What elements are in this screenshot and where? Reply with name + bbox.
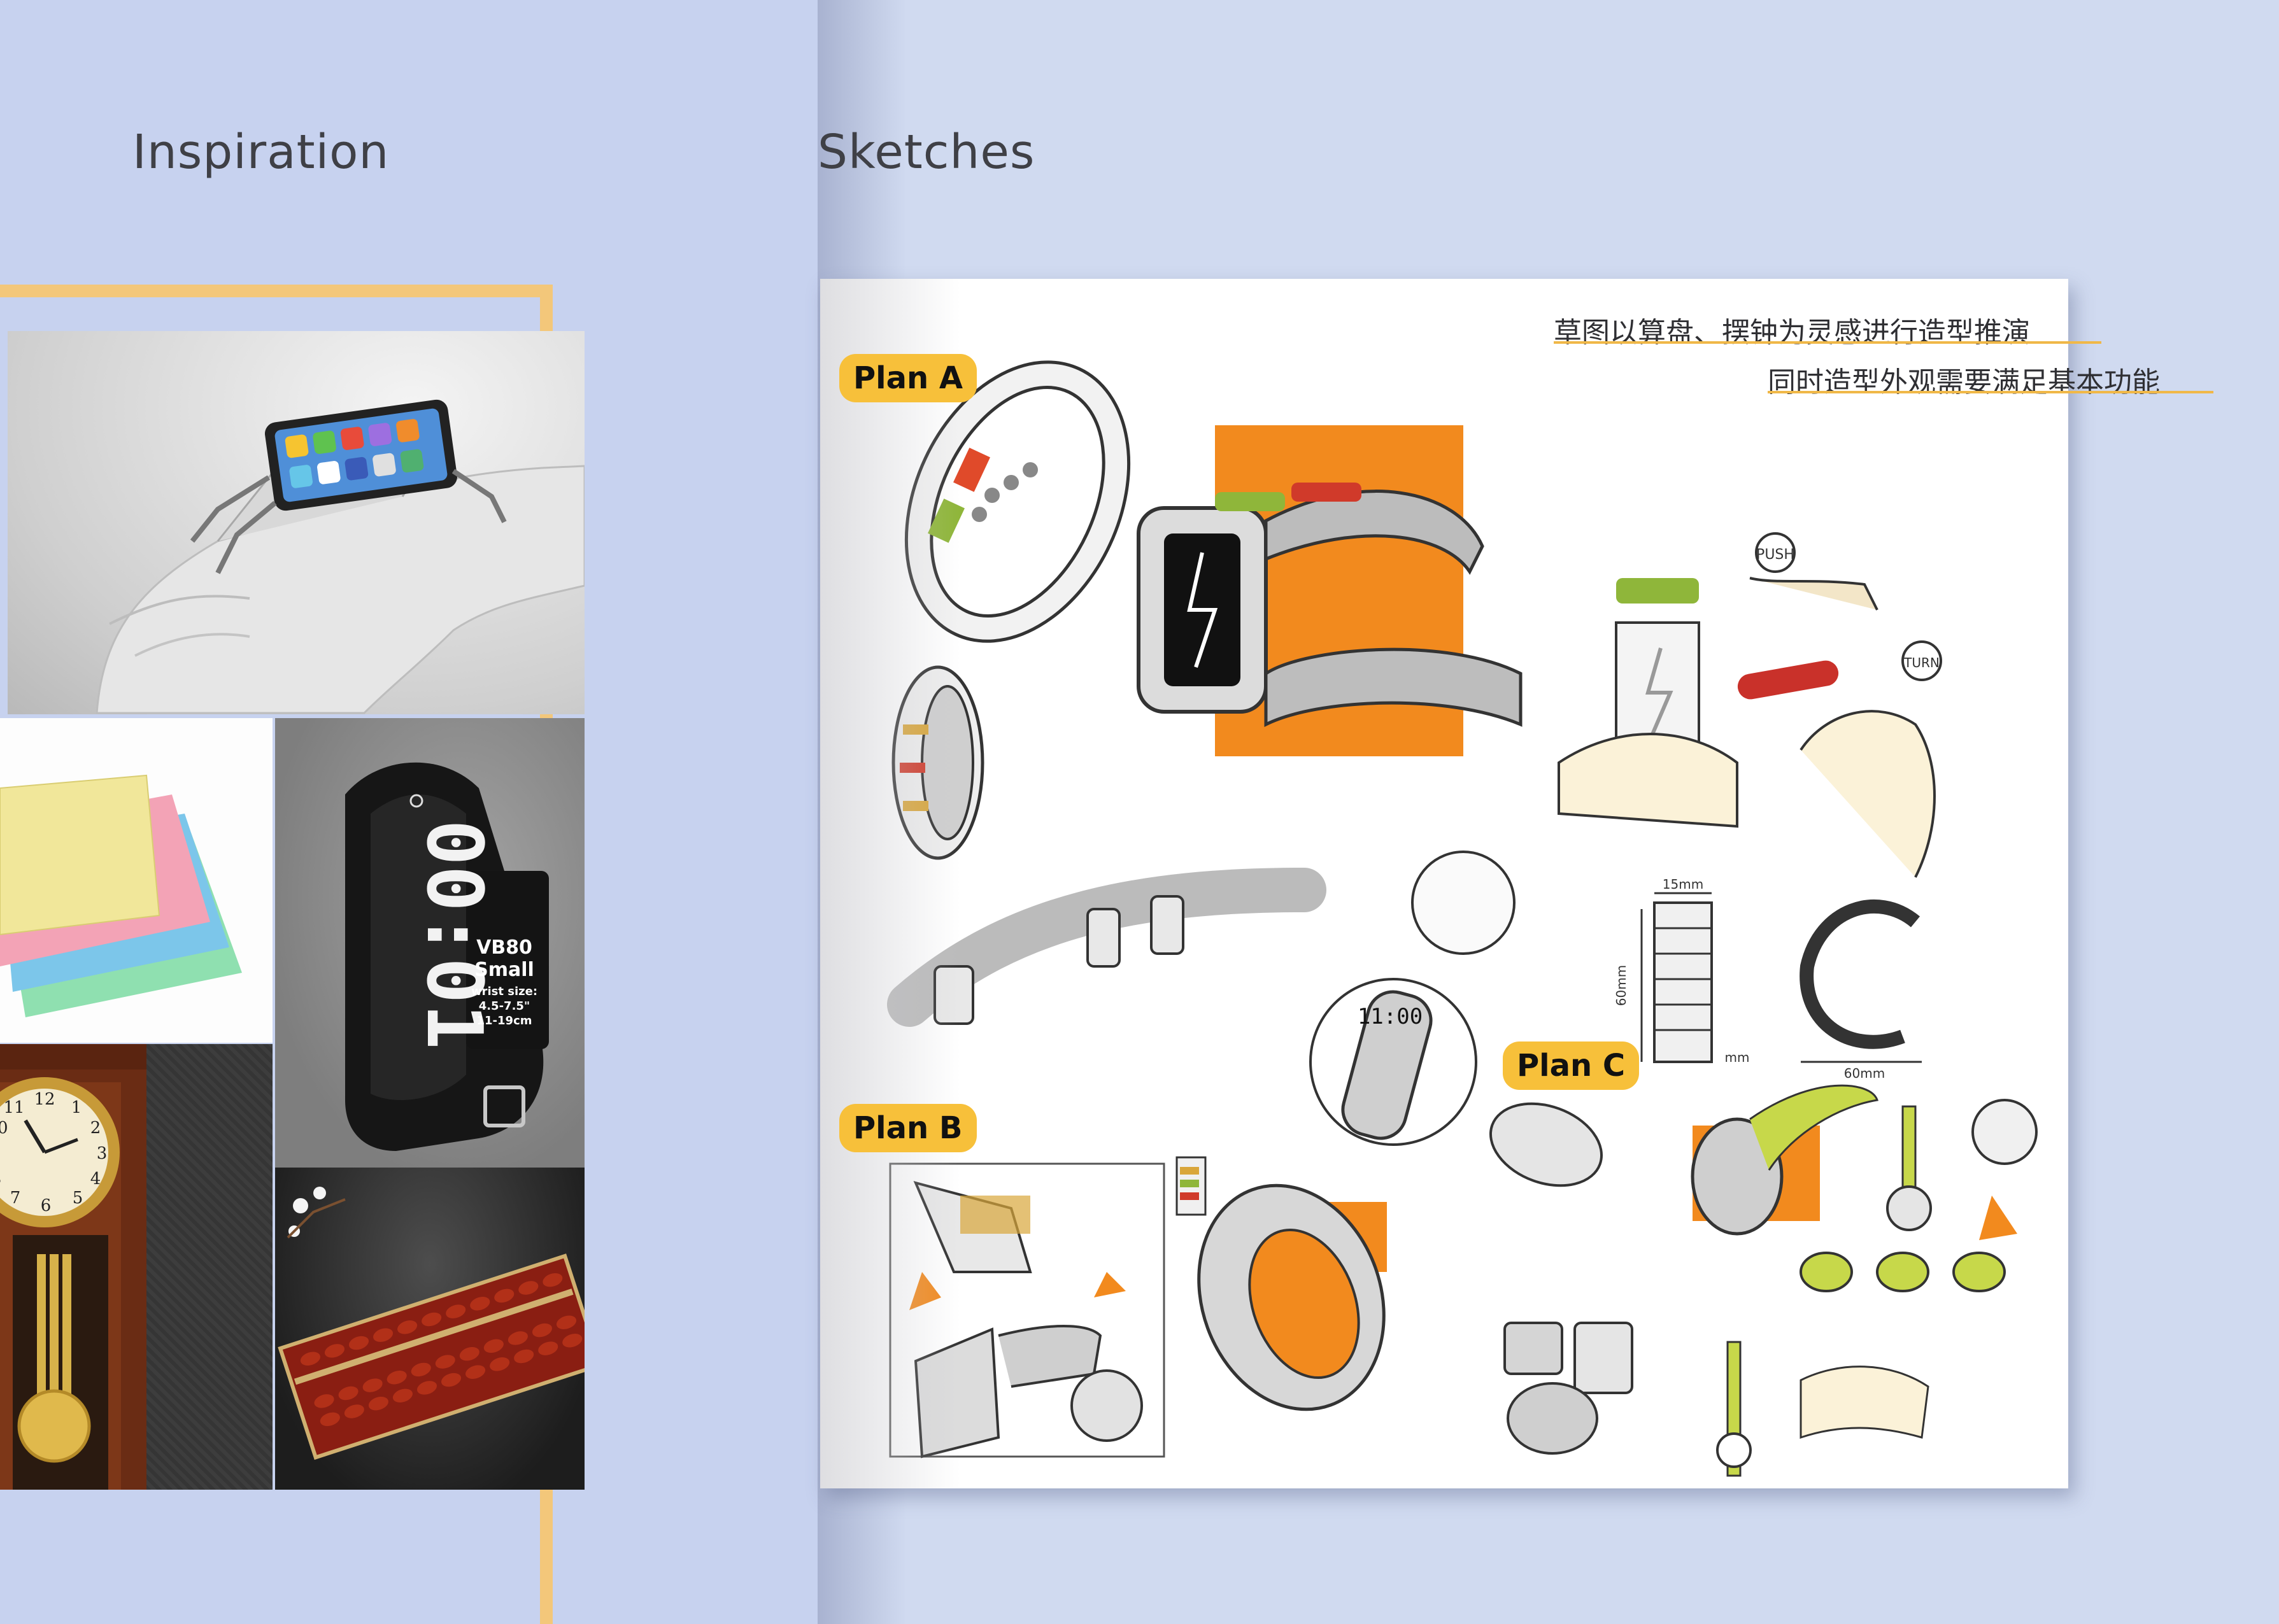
svg-text:8: 8 [0, 1169, 1, 1189]
svg-text:5: 5 [73, 1189, 83, 1208]
pendulum-clock-photo: 12 12 3 45 6 78 11 10 [0, 1044, 273, 1490]
plan-c-badge: Plan C [1503, 1041, 1640, 1090]
band-time-display: 00:01 [409, 819, 498, 1049]
dim-unit: mm [1725, 1050, 1750, 1065]
svg-text:7: 7 [10, 1189, 21, 1208]
band-wrist-cm: 11-19cm [477, 1014, 532, 1027]
band-wrist-label: wrist size: [471, 985, 537, 998]
plan-a-badge: Plan A [839, 354, 977, 402]
sketches-heading: Sketches [818, 125, 1035, 180]
svg-text:11: 11 [3, 1098, 24, 1117]
wrist-screen-device-photo [8, 331, 585, 714]
svg-text:3: 3 [97, 1144, 108, 1163]
band-size-label: Small [474, 959, 534, 981]
dim-diameter: 60mm [1844, 1066, 1885, 1081]
turn-label: TURN [1903, 655, 1940, 670]
abacus-photo [275, 1168, 585, 1490]
dim-width: 15mm [1663, 877, 1703, 892]
band-wrist-inches: 4.5-7.5" [479, 999, 530, 1013]
sketch-caption-line1: 草图以算盘、摆钟为灵感进行造型推演 [1554, 316, 2030, 349]
dim-height: 60mm [1614, 965, 1629, 1006]
sketch-screen-time: 11:00 [1358, 1004, 1423, 1029]
svg-text:1: 1 [71, 1098, 82, 1117]
sketch-drawings: PUSH TURN 11:00 15mm 60mm mm 60mm [887, 360, 2038, 1477]
sketch-sheet: PUSH TURN 11:00 15mm 60mm mm 60mm [820, 279, 2068, 1488]
digital-wristband-photo: 00:01 VB80 Small wrist size: 4.5-7.5" 11… [275, 718, 585, 1168]
caption-underline-2 [1768, 391, 2213, 393]
inspiration-heading: Inspiration [132, 125, 390, 180]
push-label: PUSH [1756, 547, 1794, 563]
sketch-caption-line2: 同时造型外观需要满足基本功能 [1768, 366, 2160, 399]
svg-text:6: 6 [41, 1196, 52, 1215]
svg-text:2: 2 [90, 1119, 101, 1138]
svg-text:4: 4 [90, 1169, 101, 1189]
band-model-label: VB80 [476, 936, 532, 959]
sticky-notes-photo [0, 718, 273, 1043]
sheet-shade [820, 279, 960, 1488]
caption-underline-1 [1554, 341, 2101, 344]
svg-text:12: 12 [34, 1090, 55, 1109]
plan-b-badge: Plan B [839, 1104, 977, 1152]
svg-text:10: 10 [0, 1119, 8, 1138]
